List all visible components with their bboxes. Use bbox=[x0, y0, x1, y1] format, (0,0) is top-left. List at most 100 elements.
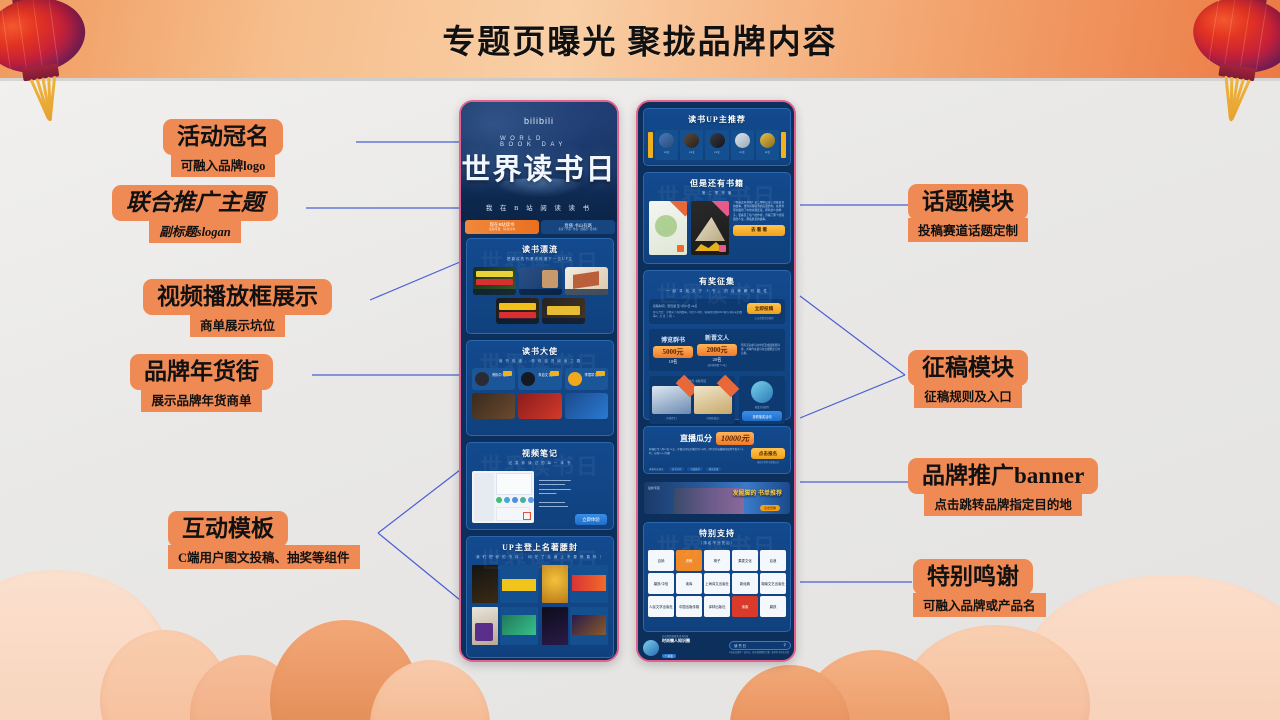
rules-link[interactable]: 点击查看活动规则 bbox=[754, 317, 774, 320]
live-tag[interactable]: 读书分享 bbox=[668, 467, 685, 471]
callout-brand-new-year-street[interactable]: 品牌年货街 展示品牌年货商单 bbox=[130, 354, 273, 413]
section-up-recommend[interactable]: 读书UP主推荐 UP主 UP主 U bbox=[643, 108, 791, 166]
sponsor-logo[interactable]: 湖南文艺出版社 bbox=[760, 573, 786, 594]
book-pair[interactable] bbox=[542, 565, 608, 603]
callout-subtitle: 投稿赛道话题定制 bbox=[908, 218, 1029, 243]
hero-chinese-title: 世界读书日 bbox=[461, 154, 617, 186]
card-item[interactable] bbox=[518, 267, 562, 295]
book-thumb[interactable] bbox=[652, 374, 698, 414]
sponsor-logo[interactable]: 上海译文出版社 bbox=[704, 573, 730, 594]
up-avatar-card[interactable]: UP主 bbox=[705, 130, 729, 160]
tab-reading-zone[interactable]: 现在B站读书 活动专区 · 好书分享 bbox=[465, 220, 539, 234]
ambassador-card[interactable]: 李雪琴·推荐 bbox=[564, 368, 608, 390]
video-thumb[interactable] bbox=[564, 393, 608, 419]
live-tag[interactable]: 书籍推荐 bbox=[687, 467, 703, 471]
callout-video-player-display[interactable]: 视频播放框展示 商单展示坑位 bbox=[143, 279, 332, 338]
prize-card: 新晋文人 2000元 20名 （面可能的数个10名） bbox=[697, 333, 737, 367]
callout-special-thanks[interactable]: 特别鸣谢 可融入品牌或产品名 bbox=[913, 559, 1046, 618]
callout-activity-naming[interactable]: 活动冠名 可融入品牌logo bbox=[163, 119, 283, 178]
sponsor-logo[interactable]: 椅子 bbox=[704, 550, 730, 571]
book-cover[interactable] bbox=[691, 201, 729, 255]
card-item[interactable] bbox=[541, 298, 585, 324]
callout-interactive-template[interactable]: 互动模板 C端用户图文投稿、抽奖等组件 bbox=[168, 511, 360, 570]
sponsor-logo[interactable]: 虎鲸 bbox=[676, 550, 702, 571]
sponsor-logo[interactable]: 果麦文化 bbox=[732, 550, 758, 571]
sponsor-logo[interactable]: 后浪 bbox=[760, 550, 786, 571]
card-item[interactable] bbox=[564, 267, 608, 295]
book-thumb[interactable] bbox=[693, 374, 740, 414]
tab-sublabel: 名家 / 学者 / 作者 / 出版社 / 读书栏 bbox=[558, 228, 598, 232]
hero-english-title: WORLD BOOK DAY bbox=[500, 136, 567, 148]
callout-subtitle: 展示品牌年货商单 bbox=[141, 388, 262, 413]
callout-subtitle: C端用户图文投稿、抽奖等组件 bbox=[168, 545, 360, 570]
sponsor-logo[interactable]: 中国出版传媒 bbox=[676, 596, 702, 617]
card-item[interactable] bbox=[472, 267, 516, 295]
sponsor-logo[interactable]: 读客 bbox=[732, 596, 758, 617]
video-thumb[interactable] bbox=[518, 393, 562, 419]
sponsor-logo[interactable]: 译林出版社 bbox=[704, 596, 730, 617]
search-icon[interactable]: ⚲ bbox=[783, 643, 786, 648]
interactive-widget[interactable]: 抽奖互动组件 查看抽奖活动 bbox=[739, 376, 785, 424]
section-reading-drift[interactable]: 世界读书日 读书漂流 把喜欢的书漂流传递下一位UP主 bbox=[466, 238, 614, 334]
signup-link[interactable]: 报名并获得与直播瓜分 bbox=[757, 462, 779, 464]
section-video-notes[interactable]: 世界读书日 视频笔记 记 录 你 读 过 的 每 一 本 书 bbox=[466, 442, 614, 530]
sponsor-logo[interactable]: 磨铁 bbox=[760, 596, 786, 617]
book-pair[interactable] bbox=[472, 607, 538, 645]
prize-card: 博览群书 5000元 10名 bbox=[653, 335, 693, 365]
callout-submission-module[interactable]: 征稿模块 征稿规则及入口 bbox=[908, 350, 1028, 409]
up-avatar-card[interactable]: UP主 bbox=[655, 130, 679, 160]
section-subtitle: 记 录 你 读 过 的 每 一 本 书 bbox=[508, 461, 572, 465]
avatar[interactable] bbox=[643, 640, 659, 656]
follow-button[interactable]: + 关注 bbox=[662, 654, 676, 658]
phone-mockup-left[interactable]: bilibili WORLD BOOK DAY 世界读书日 我 在 B 站 阅 … bbox=[459, 100, 619, 662]
book-pair[interactable] bbox=[472, 565, 538, 603]
tab-live-stream[interactable]: 直播·书山有路 名家 / 学者 / 作者 / 出版社 / 读书栏 bbox=[541, 220, 615, 234]
book-pair[interactable] bbox=[542, 607, 608, 645]
phone-mockup-right[interactable]: 读书UP主推荐 UP主 UP主 U bbox=[636, 100, 796, 662]
up-avatar-card[interactable]: UP主 bbox=[680, 130, 704, 160]
card-list[interactable] bbox=[467, 262, 613, 329]
screenshot-preview[interactable] bbox=[472, 471, 534, 523]
live-tag[interactable]: 跟读名著 bbox=[705, 467, 722, 471]
ambassador-card[interactable]: 朱自文·推荐 bbox=[518, 368, 562, 390]
section-title: 读书大使 bbox=[522, 347, 558, 356]
join-lottery-button[interactable]: 查看抽奖活动 bbox=[742, 411, 782, 421]
account-sub: 在这里获取更多读书内容 bbox=[662, 635, 689, 638]
ambassador-card[interactable]: 黄执中·推荐 bbox=[472, 368, 516, 390]
section-special-support[interactable]: 世界读书日 特别支持 （排名不分先后） 百衲 虎鲸 椅子 果麦文化 后浪 磨铁/… bbox=[643, 522, 791, 632]
up-avatar-card[interactable]: UP主 bbox=[755, 130, 780, 160]
cloud-decoration-left bbox=[0, 560, 490, 720]
sponsor-logo[interactable]: 百衲 bbox=[648, 550, 674, 571]
sponsor-logo[interactable]: 读库 bbox=[676, 573, 702, 594]
callout-topic-module[interactable]: 话题模块 投稿赛道话题定制 bbox=[908, 184, 1029, 243]
callout-title: 视频播放框展示 bbox=[143, 279, 332, 316]
callout-joint-promo-theme[interactable]: 联合推广主题 副标题slogan bbox=[112, 185, 278, 244]
card-item[interactable] bbox=[495, 298, 539, 324]
try-now-button[interactable]: 立即体验 bbox=[575, 514, 607, 525]
section-prize-submission[interactable]: 世界读书日 有奖征集 一 起 寻 找 关 于 「 书 」 的 百 种 解 可 能… bbox=[643, 270, 791, 424]
account-name[interactable]: 时尚懒人知识圈 bbox=[662, 638, 690, 643]
video-thumb[interactable] bbox=[472, 393, 516, 419]
page-title: 专题页曝光 聚拢品牌内容 bbox=[442, 25, 838, 61]
sponsor-logo[interactable]: 磨铁/中信 bbox=[648, 573, 674, 594]
callout-subtitle: 可融入品牌或产品名 bbox=[913, 593, 1046, 618]
section-up-cover[interactable]: 世界读书日 UP主登上名著腰封 我 们 把 你 的 书 评 ， 印 在 了 名 … bbox=[466, 536, 614, 658]
signup-button[interactable]: 点击报名 bbox=[751, 448, 785, 459]
sponsor-logo[interactable]: 新经典 bbox=[732, 573, 758, 594]
section-reading-ambassador[interactable]: 世界读书日 读书大使 读 书 传 递 ， 带 你 走 进 阅 读 之 路 黄执中… bbox=[466, 340, 614, 436]
hero-tabs[interactable]: 现在B站读书 活动专区 · 好书分享 直播·书山有路 名家 / 学者 / 作者 … bbox=[465, 220, 615, 234]
submit-now-button[interactable]: 立即投稿 bbox=[747, 303, 781, 314]
callout-subtitle: 点击跳转品牌指定目的地 bbox=[924, 492, 1082, 517]
book-cover[interactable] bbox=[649, 201, 687, 255]
carousel-prev-arrow[interactable] bbox=[648, 132, 653, 158]
section-but-there-are-books[interactable]: 世界读书日 但是还有书籍 第 二 季 开 播 bbox=[643, 172, 791, 264]
up-avatar-card[interactable]: UP主 bbox=[730, 130, 754, 160]
section-live-split[interactable]: 直播瓜分 10000元 开播起 至 5月22日 24点。于署方的每次播次为3小时… bbox=[643, 426, 791, 474]
callout-brand-promo-banner[interactable]: 品牌推广banner 点击跳转品牌指定目的地 bbox=[908, 458, 1099, 517]
sponsor-logo[interactable]: 人民文学出版社 bbox=[648, 596, 674, 617]
view-button[interactable]: 去 看 看 bbox=[733, 224, 785, 236]
section-title: 读书UP主推荐 bbox=[688, 115, 746, 124]
brand-promo-banner[interactable]: 最新专区 发掘脚的 书单推荐 点击查看 bbox=[644, 482, 790, 514]
search-input[interactable]: 读 书 日 bbox=[734, 643, 746, 648]
carousel-next-arrow[interactable] bbox=[781, 132, 786, 158]
